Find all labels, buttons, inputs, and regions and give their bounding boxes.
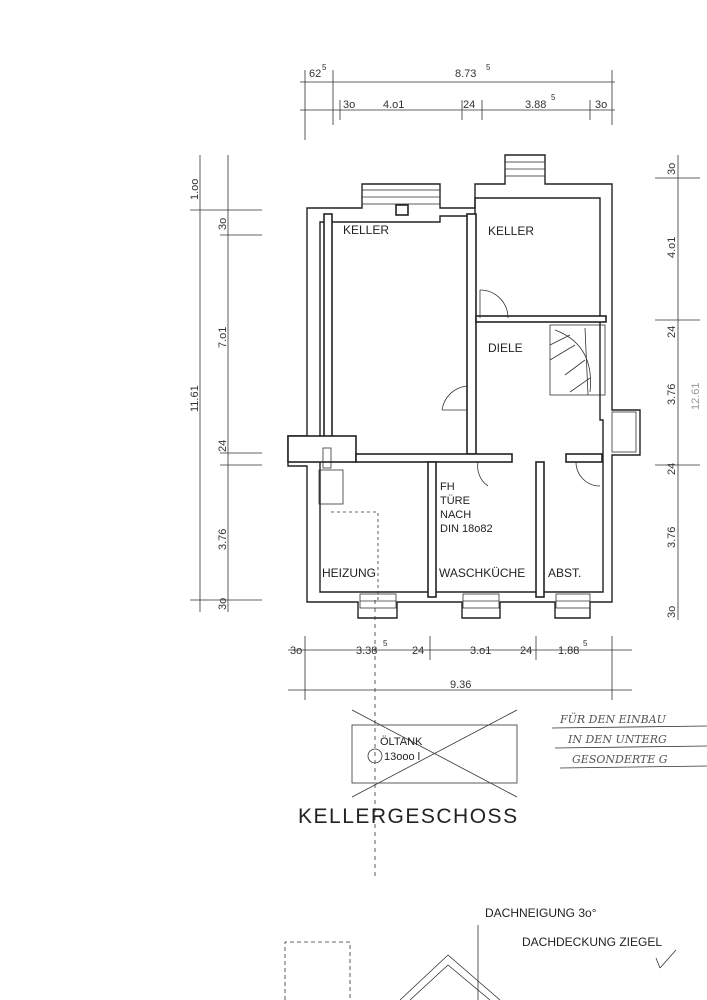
dim-top-seg-3-sup: 5 (551, 93, 556, 102)
fire-door-line-0: FH (440, 481, 455, 493)
note-line-0: FÜR DEN EINBAU (559, 712, 667, 726)
dim-left-seg-2: 7.o1 (217, 327, 229, 348)
dim-top-seg-4: 3o (595, 99, 607, 111)
note-line-1: IN DEN UNTERG (567, 733, 667, 746)
room-heizung: HEIZUNG (322, 566, 376, 580)
building-walls (287, 154, 641, 619)
roof-covering: DACHDECKUNG ZIEGEL (522, 935, 662, 949)
dim-right-overall: 12.61 (690, 382, 702, 410)
dim-bottom-seg-4: 24 (520, 645, 532, 657)
dim-left-seg-4: 3.76 (217, 529, 229, 550)
right-dimension-labels: 3o 4.o1 24 3.76 24 3.76 3o 12.61 (666, 163, 702, 618)
dim-top-seg-1: 4.o1 (383, 99, 404, 111)
boiler-unit (318, 447, 379, 880)
dim-left-seg-5: 3o (217, 598, 229, 610)
note-line-2: GESONDERTE G (572, 753, 668, 766)
dim-top-seg-0: 3o (343, 99, 355, 111)
fire-door-note: FH TÜRE NACH DIN 18o82 (440, 481, 493, 535)
dim-left-seg-3: 24 (217, 440, 229, 452)
dim-top-seg-3: 3.88 (525, 99, 546, 111)
staircase (549, 324, 606, 396)
dim-bottom-overall: 9.36 (450, 679, 471, 691)
dim-top-left-offset-sup: 5 (322, 63, 327, 72)
dim-top-left-offset: 62 (309, 68, 321, 80)
room-waschkueche: WASCHKÜCHE (439, 566, 525, 580)
dim-bottom-seg-2: 24 (412, 645, 424, 657)
fire-door-line-3: DIN 18o82 (440, 523, 493, 535)
dim-bottom-seg-1: 3.38 (356, 645, 377, 657)
roof-section (284, 925, 677, 1000)
handwritten-note: FÜR DEN EINBAU IN DEN UNTERG GESONDERTE … (551, 712, 707, 769)
room-keller-right: KELLER (488, 224, 534, 238)
bottom-dimension-lines (288, 636, 632, 700)
dim-right-seg-2: 24 (666, 326, 678, 338)
top-dimension-lines (300, 70, 615, 140)
left-dimension-labels: 1.oo 3o 7.o1 24 3.76 3o 11.61 (189, 179, 229, 610)
right-dimension-lines (655, 155, 700, 620)
dim-bottom-seg-0: 3o (290, 645, 302, 657)
dim-top-overall-sup: 5 (486, 63, 491, 72)
dim-bottom-seg-5: 1.88 (558, 645, 579, 657)
dim-top-seg-2: 24 (463, 99, 475, 111)
dim-left-seg-1: 3o (217, 218, 229, 230)
roof-pitch: DACHNEIGUNG 3o° (485, 906, 597, 920)
dim-right-seg-4: 24 (666, 463, 678, 475)
dim-bottom-seg-5-sup: 5 (583, 639, 588, 648)
dim-left-overall: 11.61 (189, 385, 201, 412)
dim-bottom-seg-3: 3.o1 (470, 645, 491, 657)
oil-tank: ÖLTANK 13ooo l (351, 709, 518, 798)
dim-bottom-seg-1-sup: 5 (383, 639, 388, 648)
room-keller-left: KELLER (343, 223, 389, 237)
room-abst: ABST. (548, 566, 581, 580)
room-diele: DIELE (488, 341, 523, 355)
left-dimension-lines (190, 155, 262, 612)
dim-left-seg-0: 1.oo (189, 179, 201, 200)
fire-door-line-1: TÜRE (440, 495, 470, 507)
dim-right-seg-0: 3o (666, 163, 678, 175)
oil-tank-label: ÖLTANK (380, 736, 423, 748)
dim-right-seg-5: 3.76 (666, 527, 678, 548)
fire-door-line-2: NACH (440, 509, 471, 521)
plan-title: KELLERGESCHOSS (298, 805, 519, 828)
doors (441, 289, 601, 487)
dim-right-seg-3: 3.76 (666, 384, 678, 405)
dim-top-overall: 8.73 (455, 68, 476, 80)
oil-tank-capacity: 13ooo l (384, 751, 420, 763)
dim-right-seg-1: 4.o1 (666, 237, 678, 258)
dim-right-seg-6: 3o (666, 606, 678, 618)
